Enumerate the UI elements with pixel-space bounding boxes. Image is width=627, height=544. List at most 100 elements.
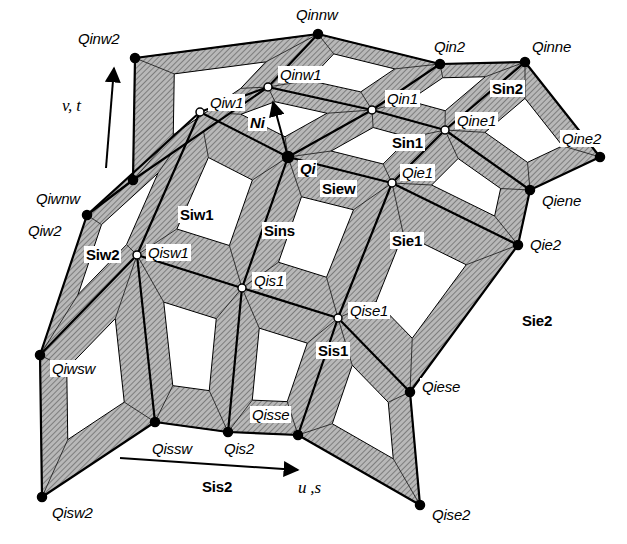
control-point <box>224 428 233 437</box>
patch-label: Siew <box>320 180 357 197</box>
control-point-label: Qissw <box>150 440 194 457</box>
patch-face <box>67 319 125 440</box>
control-point <box>514 241 523 250</box>
control-point-label: Qiene <box>540 192 583 209</box>
control-point-label: Qisse <box>250 406 291 423</box>
control-point-label: Qise1 <box>348 302 390 319</box>
net-line <box>135 34 600 157</box>
axis-label: v, t <box>60 96 83 115</box>
net-line <box>298 62 525 435</box>
patch-edge <box>327 277 339 318</box>
patch-face <box>376 234 466 339</box>
patch-face <box>332 365 393 459</box>
surface-patches <box>40 34 600 505</box>
control-point <box>129 176 138 185</box>
patch-edge <box>495 216 518 245</box>
patch-label: Sin2 <box>490 80 525 97</box>
control-point-label: Qisw2 <box>50 504 95 521</box>
patch-edge <box>216 288 242 319</box>
patch-label: Sie2 <box>520 312 554 329</box>
control-point <box>131 54 140 63</box>
patch-wall <box>268 34 440 110</box>
control-point <box>38 493 47 502</box>
patch-edge <box>298 424 332 435</box>
patch-label: Sins <box>262 222 297 239</box>
control-point-label: Qiese <box>420 378 462 395</box>
direction-arrows <box>106 68 298 470</box>
net-line <box>228 64 440 432</box>
net-line <box>137 34 318 422</box>
open-control-point <box>196 108 204 116</box>
patch-edge <box>445 130 485 132</box>
control-point-label: Qis2 <box>222 440 256 457</box>
control-point <box>314 30 323 39</box>
net-line <box>87 112 518 245</box>
control-points <box>36 30 605 510</box>
axis-label: u ,s <box>296 478 323 497</box>
patch-wall <box>133 34 318 180</box>
control-point <box>294 431 303 440</box>
patch-edge <box>40 295 78 355</box>
patch-edge <box>155 386 173 422</box>
open-control-point <box>441 126 449 134</box>
patch-face <box>164 302 217 391</box>
patch-face <box>485 98 563 162</box>
patch-edge <box>209 391 228 432</box>
control-point-label: Qiw1 <box>208 94 245 111</box>
patch-label: Sie1 <box>390 232 424 249</box>
control-point-label: Qinw1 <box>278 66 324 83</box>
control-point <box>283 152 294 163</box>
control-point <box>526 186 535 195</box>
patch-edge <box>135 58 174 74</box>
open-control-point <box>368 106 376 114</box>
open-control-point <box>388 179 396 187</box>
control-point-label: Qise2 <box>430 506 472 523</box>
patch-label: Siw2 <box>84 246 121 263</box>
patch-label: Sis2 <box>200 478 234 495</box>
net-line <box>133 87 530 190</box>
control-point <box>83 211 92 220</box>
patch-edge <box>242 288 259 328</box>
patch-face <box>252 328 307 402</box>
control-point <box>151 418 160 427</box>
control-point-label: Qin1 <box>385 90 420 107</box>
open-control-point <box>238 284 246 292</box>
net-line <box>410 157 600 505</box>
control-point-label: Qinnw <box>294 6 340 23</box>
surface-patch <box>268 34 440 110</box>
control-point <box>416 501 425 510</box>
control-point-label: Qinne <box>530 38 573 55</box>
patch-edge <box>410 338 412 392</box>
control-point-label: Qie1 <box>400 164 435 181</box>
patch-edge <box>124 402 155 422</box>
open-control-point <box>264 83 272 91</box>
normal-label: Ni <box>248 114 267 131</box>
direction-arrow <box>273 102 288 157</box>
control-point <box>436 60 445 69</box>
net-line <box>40 58 135 497</box>
control-point-label: Qine1 <box>455 112 498 129</box>
open-control-point <box>334 314 342 322</box>
patch-edge <box>392 183 403 234</box>
patch-label: Sin1 <box>390 134 425 151</box>
control-net <box>40 34 600 505</box>
control-point-label: Qiw2 <box>26 222 63 239</box>
patch-label: Siw1 <box>178 206 215 223</box>
control-point <box>521 58 530 67</box>
control-point <box>406 388 415 397</box>
patch-label: Sis1 <box>316 342 350 359</box>
control-point-label: Qie2 <box>528 236 563 253</box>
control-point-label: Qiwnw <box>34 190 82 207</box>
patch-edge <box>229 246 242 289</box>
control-point-label: Qisw1 <box>146 244 191 261</box>
direction-arrow <box>120 458 298 470</box>
patch-face <box>241 102 327 137</box>
control-point-label: Qiwsw <box>50 360 97 377</box>
control-point <box>36 351 45 360</box>
open-control-point <box>133 251 141 259</box>
surface-patch <box>133 34 318 180</box>
direction-arrow <box>106 68 114 168</box>
net-line <box>42 422 420 505</box>
control-point-label: Qin2 <box>432 38 467 55</box>
